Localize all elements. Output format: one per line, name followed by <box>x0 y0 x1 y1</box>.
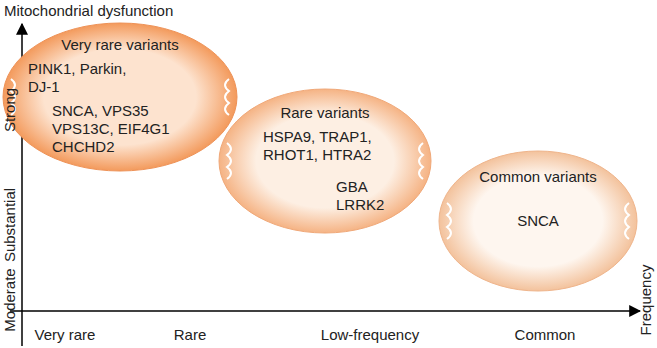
tick-label: Substantial <box>1 188 19 262</box>
group-heading: Common variants <box>438 168 638 186</box>
axis-title: Mitochondrial dysfunction <box>4 2 173 20</box>
tick-label: Low-frequency <box>321 326 419 344</box>
gene-list: SNCA, VPS35 VPS13C, EIF4G1 CHCHD2 <box>52 102 177 156</box>
tick-label: Strong <box>1 88 19 132</box>
gene-list: GBA LRRK2 <box>336 178 394 214</box>
axis-title: Frequency <box>637 265 655 336</box>
mitochondrion-ellipse: Very rare variantsPINK1, Parkin, DJ-1SNC… <box>2 22 238 172</box>
mitochondrion-ellipse: Rare variantsHSPA9, TRAP1, RHOT1, HTRA2G… <box>218 88 432 234</box>
tick-label: Very rare <box>35 326 96 344</box>
x-axis <box>10 310 640 312</box>
tick-label: Moderate <box>1 268 19 331</box>
gene-list: HSPA9, TRAP1, RHOT1, HTRA2 <box>263 128 383 164</box>
group-heading: Very rare variants <box>2 36 238 54</box>
gene-list: PINK1, Parkin, DJ-1 <box>28 60 143 96</box>
group-heading: Rare variants <box>218 104 432 122</box>
gene-list: SNCA <box>438 212 638 230</box>
mitochondrion-ellipse: Common variantsSNCA <box>438 150 638 292</box>
tick-label: Common <box>515 326 576 344</box>
tick-label: Rare <box>174 326 207 344</box>
